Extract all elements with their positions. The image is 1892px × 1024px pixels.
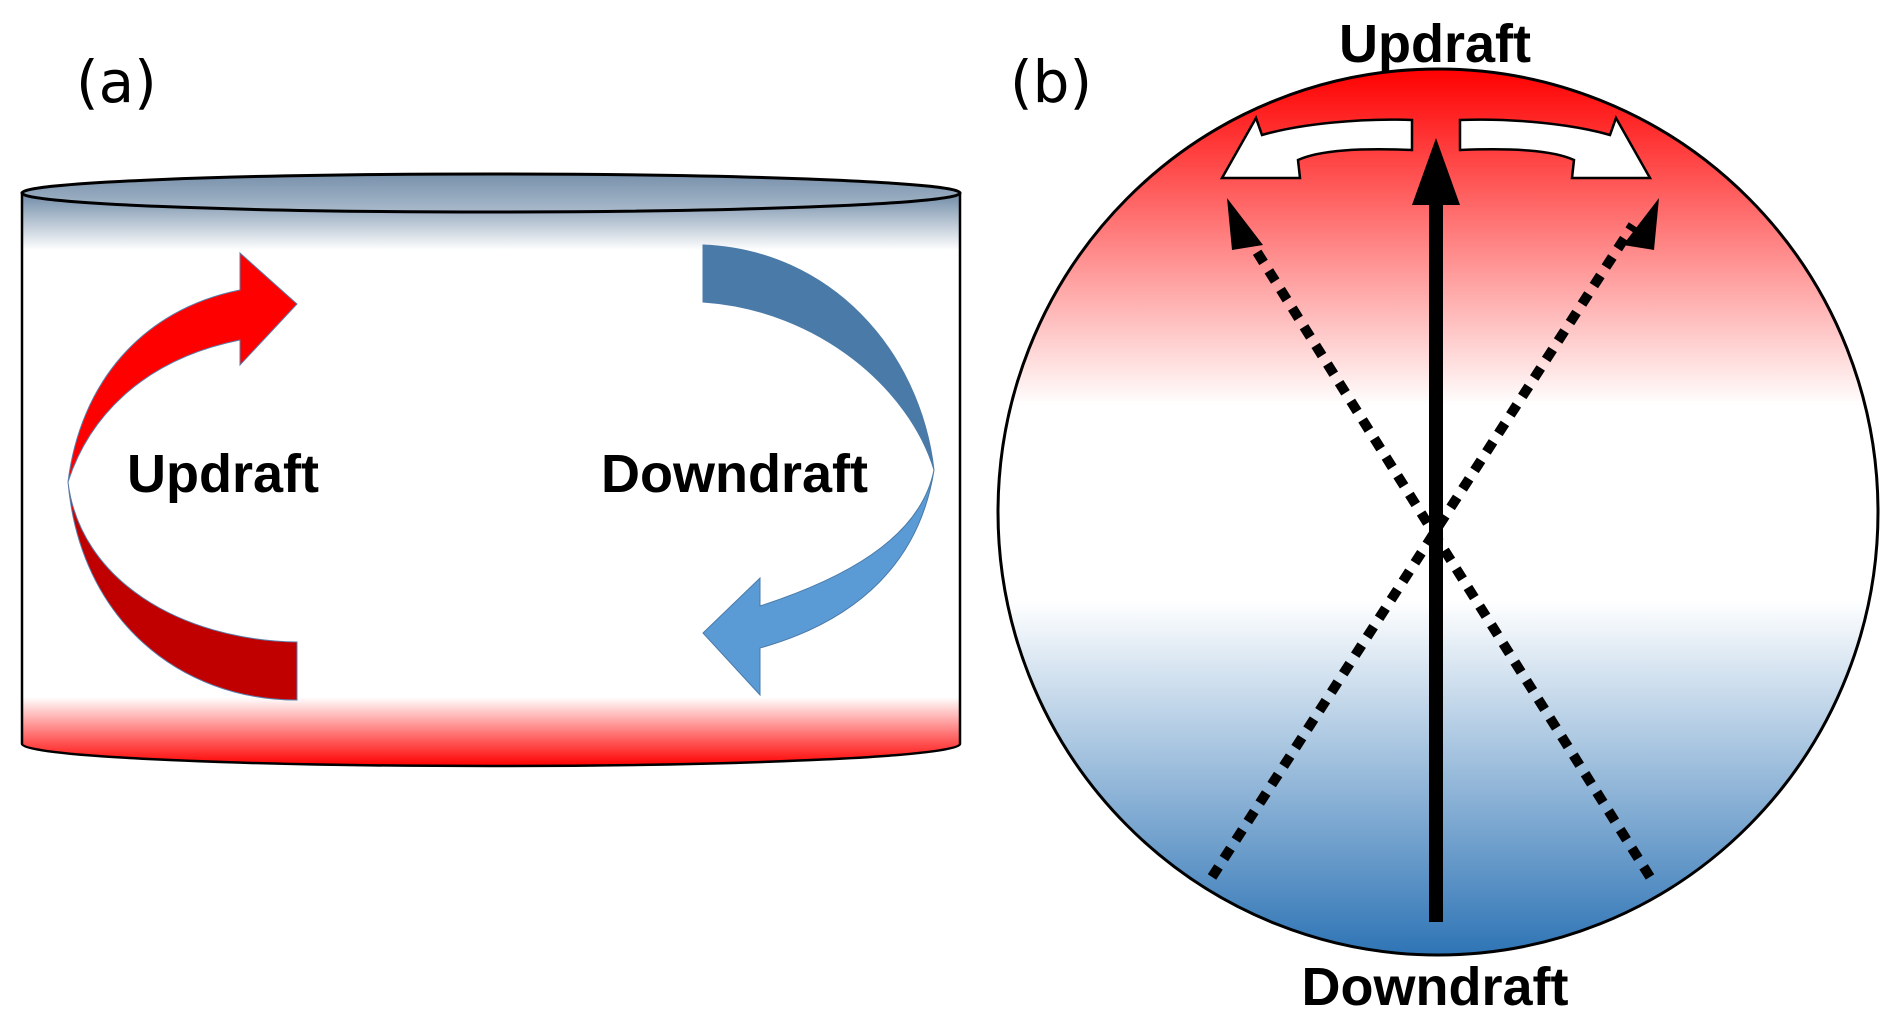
panel-a-label: (a) bbox=[76, 48, 157, 116]
central-arrowhead-icon bbox=[1412, 138, 1460, 205]
dotted-left-arrowhead-icon bbox=[1227, 198, 1263, 250]
dotted-right-to-left-line bbox=[1235, 222, 1655, 880]
left-outflow-arrow bbox=[1219, 114, 1414, 180]
bottom-downdraft-label: Downdraft bbox=[1302, 957, 1569, 1017]
dotted-left-to-right-line bbox=[1207, 222, 1638, 880]
right-outflow-arrow bbox=[1458, 114, 1653, 180]
panel-b-label: (b) bbox=[1010, 48, 1092, 116]
top-updraft-label: Updraft bbox=[1339, 14, 1531, 74]
dotted-right-arrowhead-icon bbox=[1623, 198, 1659, 250]
downdraft-label: Downdraft bbox=[601, 444, 868, 504]
updraft-label: Updraft bbox=[127, 444, 319, 504]
updraft-arrow bbox=[67, 251, 298, 701]
cylinder-top bbox=[20, 172, 962, 214]
downdraft-arrow bbox=[702, 244, 935, 697]
